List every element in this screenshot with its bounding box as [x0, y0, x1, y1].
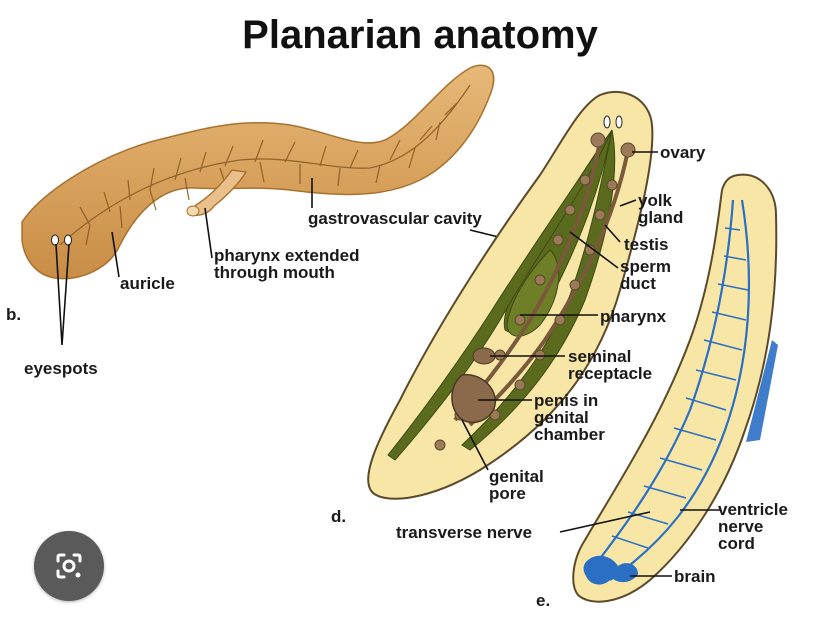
label-eyespots: eyespots [24, 359, 98, 378]
page-title: Planarian anatomy [242, 13, 598, 57]
label-penis-1: penis in [534, 391, 598, 410]
label-genital-pore-1: genital [489, 467, 544, 486]
panel-letter-e: e. [536, 591, 550, 610]
planarian-nervous-system [559, 173, 778, 603]
transverse-nerves [611, 227, 749, 549]
label-testis: testis [624, 235, 668, 254]
label-penis-2: genital [534, 408, 589, 427]
nerve-cords [594, 199, 751, 581]
label-yolk-gland-2: gland [638, 208, 683, 227]
body-outline-e [572, 173, 778, 603]
label-brain: brain [674, 567, 716, 586]
label-auricle: auricle [120, 274, 175, 293]
label-yolk-gland-1: yolk [638, 191, 673, 210]
label-ovary: ovary [660, 143, 706, 162]
panel-letter-d: d. [331, 507, 346, 526]
planarian-internal-view [367, 90, 658, 500]
planarian-external-view [21, 64, 561, 346]
eyespot-right [64, 234, 72, 246]
camera-search-icon [56, 553, 82, 579]
label-ventricle-nerve-cord-2: nerve [718, 517, 763, 536]
label-penis-3: chamber [534, 425, 605, 444]
label-seminal-receptacle-2: receptacle [568, 364, 652, 383]
panel-letter-b: b. [6, 305, 21, 324]
label-ventricle-nerve-cord-3: cord [718, 534, 755, 553]
label-pharynx-extended-1: pharynx extended [214, 246, 360, 265]
brain [583, 555, 638, 585]
label-transverse-nerve: transverse nerve [396, 523, 532, 542]
label-genital-pore-2: pore [489, 484, 526, 503]
label-sperm-duct-1: sperm [620, 257, 671, 276]
visual-search-button[interactable] [34, 531, 104, 601]
label-pharynx-extended-2: through mouth [214, 263, 335, 282]
label-ventricle-nerve-cord-1: ventricle [718, 500, 788, 519]
genital-chamber [451, 373, 496, 424]
label-seminal-receptacle-1: seminal [568, 347, 631, 366]
extended-pharynx [188, 169, 248, 216]
label-gastrovascular-cavity: gastrovascular cavity [308, 209, 482, 228]
label-pharynx: pharynx [600, 307, 667, 326]
gut-branches [59, 84, 471, 246]
label-sperm-duct-2: duct [620, 274, 656, 293]
worm-body [21, 64, 495, 280]
testis-nodes [434, 132, 636, 451]
eyespot-left [51, 234, 59, 246]
